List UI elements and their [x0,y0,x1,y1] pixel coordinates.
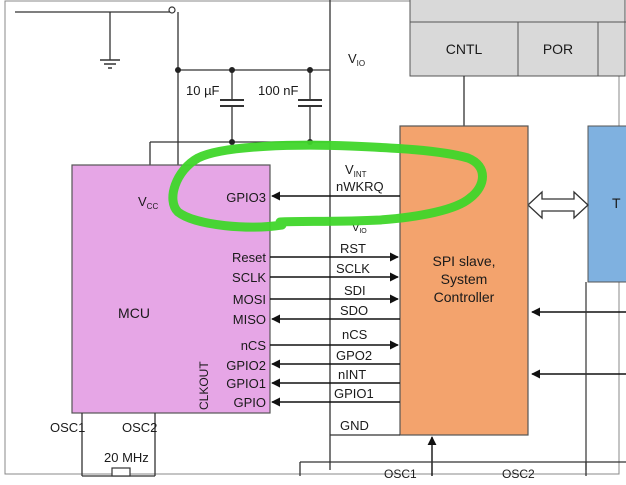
junction-dot [307,67,313,73]
mcu-pin-gpio: GPIO [233,395,266,410]
controller-label-line1: SPI slave, [432,253,495,269]
signal-nint: nINT [338,367,366,382]
controller-label-line2: System [441,271,488,287]
right-block [587,125,626,283]
spi-controller-block [399,125,529,436]
mcu-pin-reset: Reset [232,250,266,265]
signal-rst: RST [340,241,366,256]
por-block-label: POR [543,41,573,57]
vint-label: VINT [345,162,367,179]
vio-small-label: VIO [352,222,367,235]
controller-label-line3: Controller [434,289,495,305]
bottom-wiring [81,413,626,477]
mcu-pin-gpio3: GPIO3 [226,190,266,205]
controller-osc2-label: OSC2 [502,467,535,480]
mcu-pin-mosi: MOSI [233,292,266,307]
junction-open [168,6,176,14]
mcu-pin-miso: MISO [233,312,266,327]
mcu-osc2-label: OSC2 [122,420,157,435]
mcu-pin-ncs: nCS [241,338,267,353]
capacitor-10uf [220,99,244,107]
signal-ncs: nCS [342,327,368,342]
ground-icon [100,59,120,69]
vio-label: VIO [348,51,365,68]
crystal-label: 20 MHz [104,450,149,465]
signal-sclk: SCLK [336,261,370,276]
signal-gpio1: GPIO1 [334,386,374,401]
mcu-pin-sclk: SCLK [232,270,266,285]
signal-sdo: SDO [340,303,368,318]
capacitor-label-100nf: 100 nF [258,83,299,98]
crystal-icon [111,467,131,477]
signal-gpo2: GPO2 [336,348,372,363]
mcu-vcc-label: VCC [138,194,158,211]
mcu-pin-gpio1: GPIO1 [226,376,266,391]
signal-wires [270,191,400,407]
mcu-clkout-label: CLKOUT [197,361,211,410]
signal-sdi: SDI [344,283,366,298]
junction-dot [229,139,235,145]
junction-dot [229,67,235,73]
mcu-name-label: MCU [118,305,150,321]
bidirectional-arrow-icon [527,190,589,220]
right-block-letter: T [612,195,621,211]
signal-nwkrq: nWKRQ [336,179,384,194]
cntl-block-label: CNTL [446,41,483,57]
controller-osc1-label: OSC1 [384,467,417,480]
capacitor-100nf [298,99,322,107]
mcu-pin-gpio2: GPIO2 [226,358,266,373]
junction-dot [175,67,181,73]
green-highlight-annotation [168,140,487,232]
mcu-osc1-label: OSC1 [50,420,85,435]
signal-gnd: GND [340,418,369,433]
capacitor-label-10uf: 10 µF [186,83,220,98]
